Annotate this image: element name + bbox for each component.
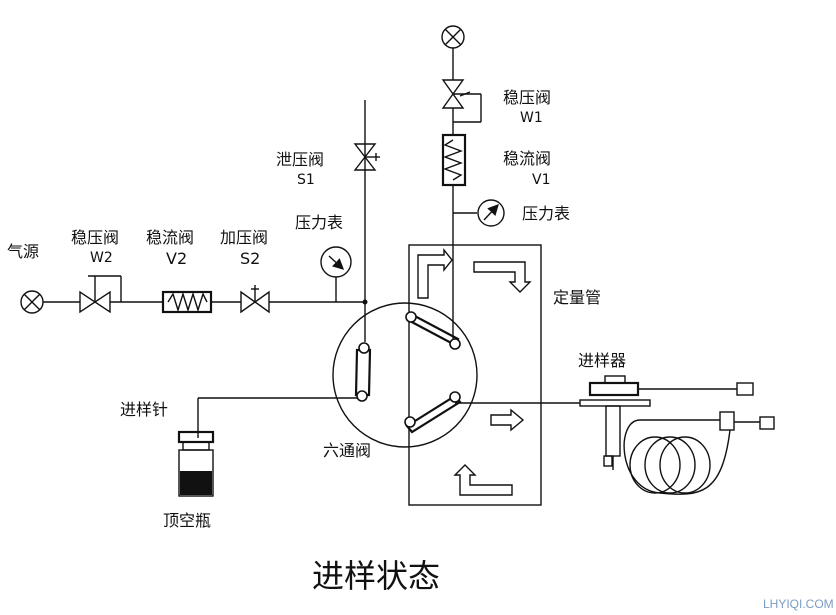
label-s2: S2 (240, 249, 260, 268)
six-port-channel-bottom (404, 391, 462, 434)
label-gas-source: 气源 (7, 242, 39, 261)
pipe-junction-dot (362, 299, 368, 305)
gas-source-icon (20, 290, 44, 314)
top-outlet-icon (441, 25, 465, 49)
loop-arrow-leftup-icon (453, 464, 513, 496)
flow-valve-v2-icon (161, 290, 213, 314)
label-v1: V1 (532, 172, 550, 188)
label-loop: 定量管 (553, 288, 601, 307)
label-needle: 进样针 (120, 400, 168, 419)
label-vial: 顶空瓶 (163, 511, 211, 530)
pressure-gauge-right-icon (453, 199, 505, 227)
label-v2: V2 (166, 249, 187, 268)
label-regulator-w1: 稳压阀 (503, 88, 551, 107)
watermark: LHYIQI.COM (763, 597, 834, 611)
loop-arrow-upright-icon (417, 248, 453, 299)
column-coil-icon (629, 436, 711, 494)
label-flow-valve-v2: 稳流阀 (146, 228, 194, 247)
label-w2: W2 (90, 250, 113, 266)
label-gauge-right: 压力表 (522, 204, 570, 223)
label-press-valve-s2: 加压阀 (220, 228, 268, 247)
regulator-valve-w1-icon (441, 79, 482, 123)
pressure-valve-s2-icon (240, 285, 270, 314)
label-w1: W1 (520, 110, 543, 126)
loop-arrow-right-icon (490, 408, 525, 432)
injector-icon (579, 375, 775, 495)
relief-valve-s1-icon (353, 143, 380, 171)
six-port-valve-body (332, 302, 478, 448)
label-regulator-w2: 稳压阀 (71, 228, 119, 247)
label-s1: S1 (297, 172, 315, 188)
six-port-channel-left (354, 342, 372, 402)
sample-loop-box (408, 244, 542, 506)
flow-valve-v1-icon (441, 133, 467, 187)
label-injector: 进样器 (578, 351, 626, 370)
loop-arrow-rightdown-icon (473, 261, 532, 293)
label-six-port: 六通阀 (323, 441, 371, 460)
regulator-valve-w2-icon (79, 275, 122, 314)
six-port-channel-top (405, 311, 461, 350)
headspace-vial-icon (177, 430, 215, 497)
diagram-title: 进样状态 (312, 557, 440, 595)
label-flow-valve-v1: 稳流阀 (503, 149, 551, 168)
label-relief-valve: 泄压阀 (276, 150, 324, 169)
pressure-gauge-left-icon (320, 246, 352, 302)
label-gauge-left: 压力表 (295, 213, 343, 232)
